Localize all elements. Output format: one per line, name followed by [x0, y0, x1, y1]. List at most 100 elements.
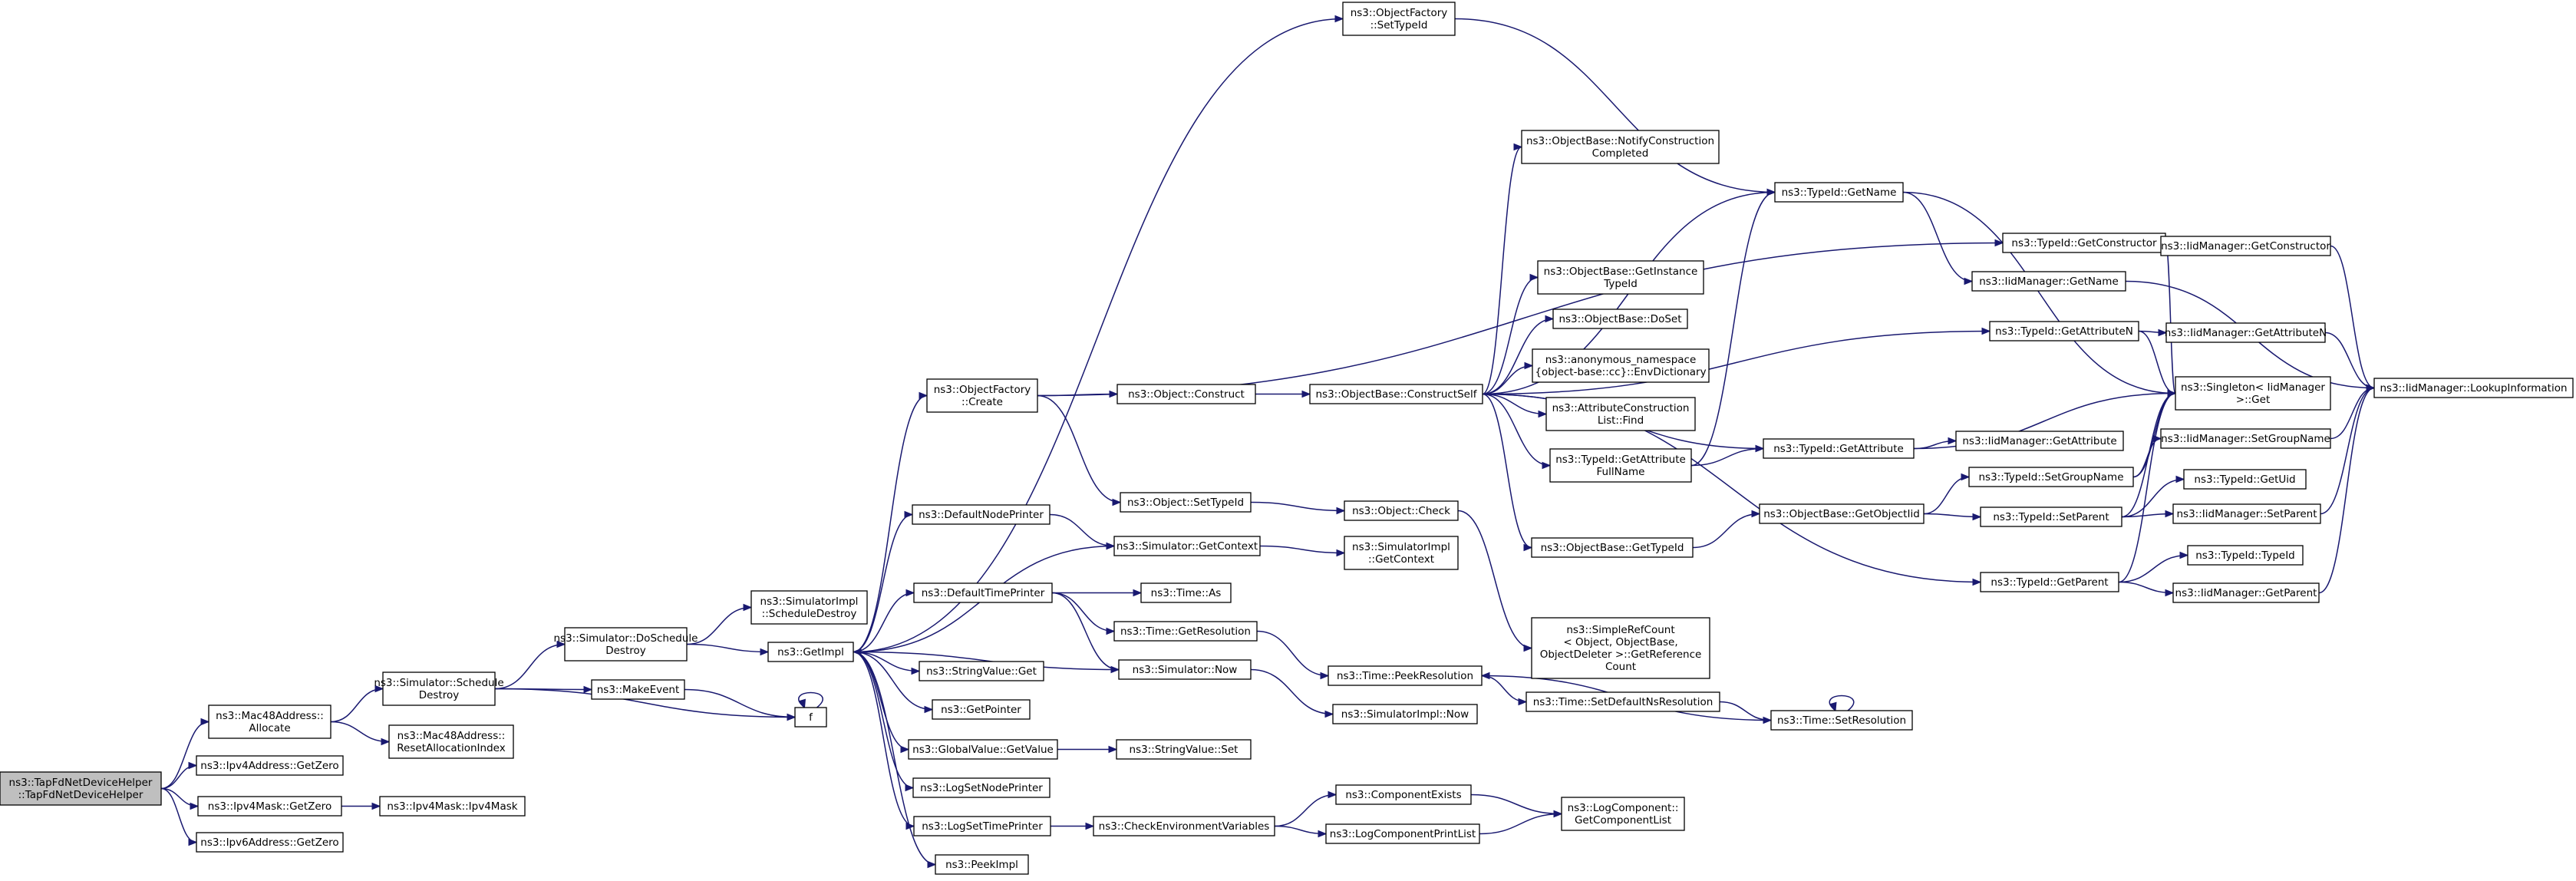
node-notifyConstruction[interactable]: ns3::ObjectBase::NotifyConstructionCompl…	[1521, 130, 1720, 164]
node-objFactoryCreate[interactable]: ns3::ObjectFactory::Create	[926, 378, 1038, 413]
arrowhead-objBaseConstructSelf-to-objBaseGetTypeId	[1523, 543, 1533, 552]
node-ipv4mask[interactable]: ns3::Ipv4Mask::Ipv4Mask	[379, 796, 526, 817]
arrowhead-getImpl-to-peekImpl	[927, 860, 937, 869]
node-timeGetResolution[interactable]: ns3::Time::GetResolution	[1113, 621, 1258, 642]
edge-simNow-to-simImplNow	[1250, 668, 1334, 715]
node-getPointer[interactable]: ns3::GetPointer	[932, 699, 1031, 720]
node-iidLookupInformation[interactable]: ns3::IidManager::LookupInformation	[2373, 378, 2574, 398]
node-label: ns3::Time::GetResolution	[1120, 625, 1251, 638]
edge-schedDestroy-to-doSchedDestroy	[494, 643, 566, 690]
node-simImplGetContext[interactable]: ns3::SimulatorImpl::GetContext	[1344, 536, 1459, 570]
node-box	[2373, 378, 2574, 398]
node-typeIdSetGroupName[interactable]: ns3::TypeId::SetGroupName	[1968, 467, 2134, 487]
node-simImplNow[interactable]: ns3::SimulatorImpl::Now	[1332, 704, 1478, 724]
node-peekImpl[interactable]: ns3::PeekImpl	[935, 854, 1029, 875]
node-simpleRefCount[interactable]: ns3::SimpleRefCount< Object, ObjectBase,…	[1531, 617, 1710, 679]
node-logSetTimePrinter[interactable]: ns3::LogSetTimePrinter	[913, 816, 1051, 836]
node-typeIdGetName[interactable]: ns3::TypeId::GetName	[1774, 182, 1904, 203]
node-box	[919, 661, 1044, 681]
node-simNow[interactable]: ns3::Simulator::Now	[1118, 659, 1252, 680]
node-iidGetConstructor[interactable]: ns3::IidManager::GetConstructor	[2160, 236, 2331, 256]
node-ipv6getzero[interactable]: ns3::Ipv6Address::GetZero	[196, 832, 344, 853]
node-objectSetTypeId[interactable]: ns3::Object::SetTypeId	[1120, 492, 1252, 513]
node-doSet[interactable]: ns3::ObjectBase::DoSet	[1552, 309, 1688, 329]
node-box	[564, 627, 688, 662]
node-typeIdGetParent[interactable]: ns3::TypeId::GetParent	[1980, 572, 2119, 592]
node-label: ns3::SimulatorImpl::Now	[1341, 708, 1469, 721]
node-typeIdGetAttribute[interactable]: ns3::TypeId::GetAttribute	[1763, 438, 1915, 459]
node-timeSetResolution[interactable]: ns3::Time::SetResolution	[1770, 710, 1913, 731]
node-simGetContext[interactable]: ns3::Simulator::GetContext	[1113, 536, 1261, 556]
node-label: ns3::TypeId::GetConstructor	[2011, 237, 2157, 249]
edge-typeIdGetConstructor-to-singletonGet	[2165, 242, 2176, 394]
node-objectConstruct[interactable]: ns3::Object::Construct	[1116, 384, 1256, 404]
node-componentExists[interactable]: ns3::ComponentExists	[1335, 784, 1472, 805]
node-label: ns3::TapFdNetDeviceHelper	[9, 777, 153, 789]
node-label: ns3::LogComponentPrintList	[1330, 828, 1476, 840]
node-iidSetGroupName[interactable]: ns3::IidManager::SetGroupName	[2160, 428, 2331, 449]
node-envDictionary[interactable]: ns3::anonymous_namespace{object-base::cc…	[1532, 348, 1710, 383]
node-typeIdGetAttributeN[interactable]: ns3::TypeId::GetAttributeN	[1989, 321, 2139, 342]
node-f[interactable]: f	[794, 707, 827, 728]
node-objBaseGetTypeId[interactable]: ns3::ObjectBase::GetTypeId	[1531, 537, 1694, 558]
node-typeIdGetUid[interactable]: ns3::TypeId::GetUid	[2183, 469, 2307, 490]
node-label: Destroy	[419, 689, 460, 701]
node-mac48alloc[interactable]: ns3::Mac48Address::Allocate	[208, 704, 331, 739]
node-iidGetAttribute[interactable]: ns3::IidManager::GetAttribute	[1955, 431, 2124, 451]
arrowhead-objBaseConstructSelf-to-envDictionary	[1524, 361, 1534, 370]
node-defaultNodePrinter[interactable]: ns3::DefaultNodePrinter	[912, 504, 1051, 525]
node-simImplSchedDestroy[interactable]: ns3::SimulatorImpl::ScheduleDestroy	[750, 590, 868, 625]
node-timeAs[interactable]: ns3::Time::As	[1140, 582, 1232, 603]
arrowhead-typeIdGetAttrFullName-to-typeIdGetAttribute	[1755, 444, 1765, 453]
node-objBaseConstructSelf[interactable]: ns3::ObjectBase::ConstructSelf	[1309, 384, 1483, 404]
node-iidGetParent[interactable]: ns3::IidManager::GetParent	[2172, 582, 2320, 603]
node-label: List::Find	[1598, 414, 1644, 427]
node-ipv4getzero[interactable]: ns3::Ipv4Address::GetZero	[196, 755, 344, 776]
node-logComponentGetList[interactable]: ns3::LogComponent::GetComponentList	[1561, 797, 1685, 831]
node-checkEnv[interactable]: ns3::CheckEnvironmentVariables	[1093, 816, 1275, 836]
node-resetAlloc[interactable]: ns3::Mac48Address::ResetAllocationIndex	[388, 724, 514, 759]
node-iidSetParent[interactable]: ns3::IidManager::SetParent	[2172, 503, 2321, 524]
node-makeEvent[interactable]: ns3::MakeEvent	[591, 679, 685, 700]
arrowhead-objFactoryCreate-to-typeIdGetConstructor	[1994, 239, 2004, 247]
edge-typeIdGetName-to-iidGetName	[1902, 191, 1973, 282]
node-typeIdGetConstructor[interactable]: ns3::TypeId::GetConstructor	[2002, 233, 2166, 253]
node-getImpl[interactable]: ns3::GetImpl	[767, 642, 854, 662]
node-objBaseGetObjectIid[interactable]: ns3::ObjectBase::GetObjectIid	[1759, 503, 1925, 524]
node-objectCheck[interactable]: ns3::Object::Check	[1344, 500, 1459, 521]
arrowhead-typeIdGetParent-to-iidGetParent	[2165, 589, 2175, 597]
edge-componentExists-to-logComponentGetList	[1470, 794, 1562, 815]
node-logComponentPrintList[interactable]: ns3::LogComponentPrintList	[1325, 823, 1480, 844]
node-timePeekResolution[interactable]: ns3::Time::PeekResolution	[1328, 665, 1483, 686]
node-logSetNodePrinter[interactable]: ns3::LogSetNodePrinter	[912, 777, 1051, 798]
node-box	[1545, 397, 1696, 431]
node-iidGetName[interactable]: ns3::IidManager::GetName	[1971, 271, 2126, 292]
edge-getImpl-to-logSetTimePrinter	[853, 651, 915, 827]
node-stringValueGet[interactable]: ns3::StringValue::Get	[919, 661, 1044, 681]
node-typeIdTypeId[interactable]: ns3::TypeId::TypeId	[2187, 545, 2304, 566]
arrowhead-objBaseGetObjectIid-to-typeIdSetParent	[1972, 513, 1982, 521]
node-objFactorySetTypeId[interactable]: ns3::ObjectFactory::SetTypeId	[1342, 2, 1456, 36]
edge-doSchedDestroy-to-simImplSchedDestroy	[686, 606, 752, 645]
node-label: ns3::DefaultTimePrinter	[922, 587, 1045, 599]
node-timeSetDefaultNs[interactable]: ns3::Time::SetDefaultNsResolution	[1525, 691, 1720, 712]
node-label: ns3::Simulator::DoSchedule	[554, 632, 698, 645]
node-globalValueGetValue[interactable]: ns3::GlobalValue::GetValue	[908, 739, 1058, 760]
edge-typeIdGetAttrFullName-to-typeIdGetName	[1690, 191, 1776, 467]
node-schedDestroy[interactable]: ns3::Simulator::ScheduleDestroy	[374, 671, 504, 706]
node-root[interactable]: ns3::TapFdNetDeviceHelper::TapFdNetDevic…	[0, 771, 162, 806]
node-box	[1328, 665, 1483, 686]
node-box	[1759, 503, 1925, 524]
arrowhead-objBaseConstructSelf-to-doSet	[1545, 315, 1555, 323]
node-iidGetAttributeN[interactable]: ns3::IidManager::GetAttributeN	[2165, 322, 2327, 343]
node-defaultTimePrinter[interactable]: ns3::DefaultTimePrinter	[913, 582, 1053, 603]
node-stringValueSet[interactable]: ns3::StringValue::Set	[1116, 739, 1252, 760]
node-typeIdSetParent[interactable]: ns3::TypeId::SetParent	[1980, 506, 2122, 527]
node-ipv4maskgetzero[interactable]: ns3::Ipv4Mask::GetZero	[197, 796, 342, 817]
node-box	[1525, 691, 1720, 712]
node-singletonGet[interactable]: ns3::Singleton< IidManager>::Get	[2175, 376, 2331, 411]
